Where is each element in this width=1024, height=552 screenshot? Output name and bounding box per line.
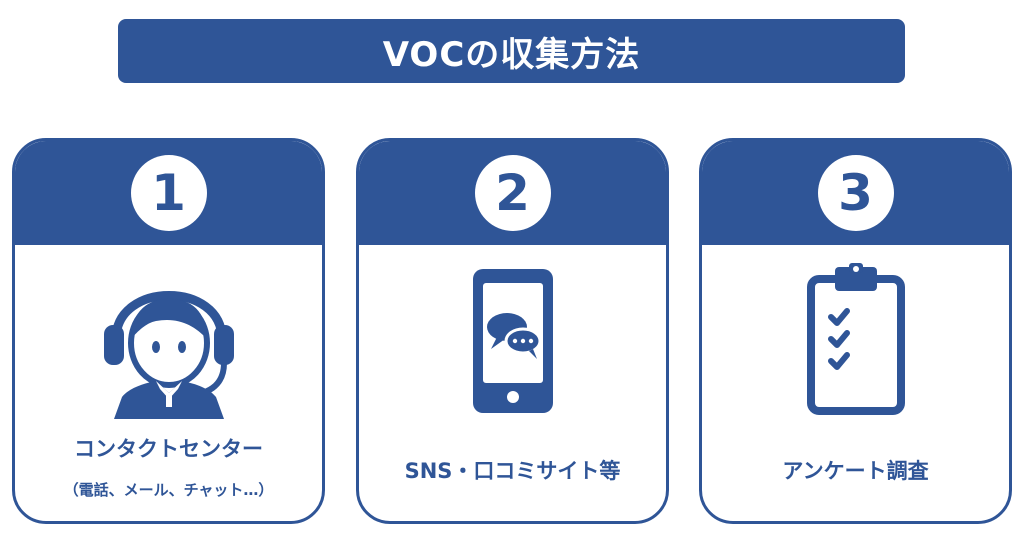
card-label: アンケート調査 xyxy=(782,459,929,483)
card-sublabel: （電話、メール、チャット…） xyxy=(63,481,274,499)
card-number: 1 xyxy=(130,155,207,231)
method-card-sns: 2 SNS・口コミサイト等 xyxy=(356,138,669,524)
method-card-contact-center: 1 xyxy=(12,138,325,524)
card-label: コンタクトセンター xyxy=(74,437,263,461)
card-label: SNS・口コミサイト等 xyxy=(404,459,621,483)
clipboard-checklist-icon xyxy=(806,263,905,415)
card-number: 2 xyxy=(474,155,551,231)
page-title: VOCの収集方法 xyxy=(118,19,905,83)
card-number: 3 xyxy=(817,155,894,231)
method-card-survey: 3 アンケート調査 xyxy=(699,138,1012,524)
headset-operator-icon xyxy=(103,291,234,419)
smartphone-chat-icon xyxy=(472,269,553,413)
